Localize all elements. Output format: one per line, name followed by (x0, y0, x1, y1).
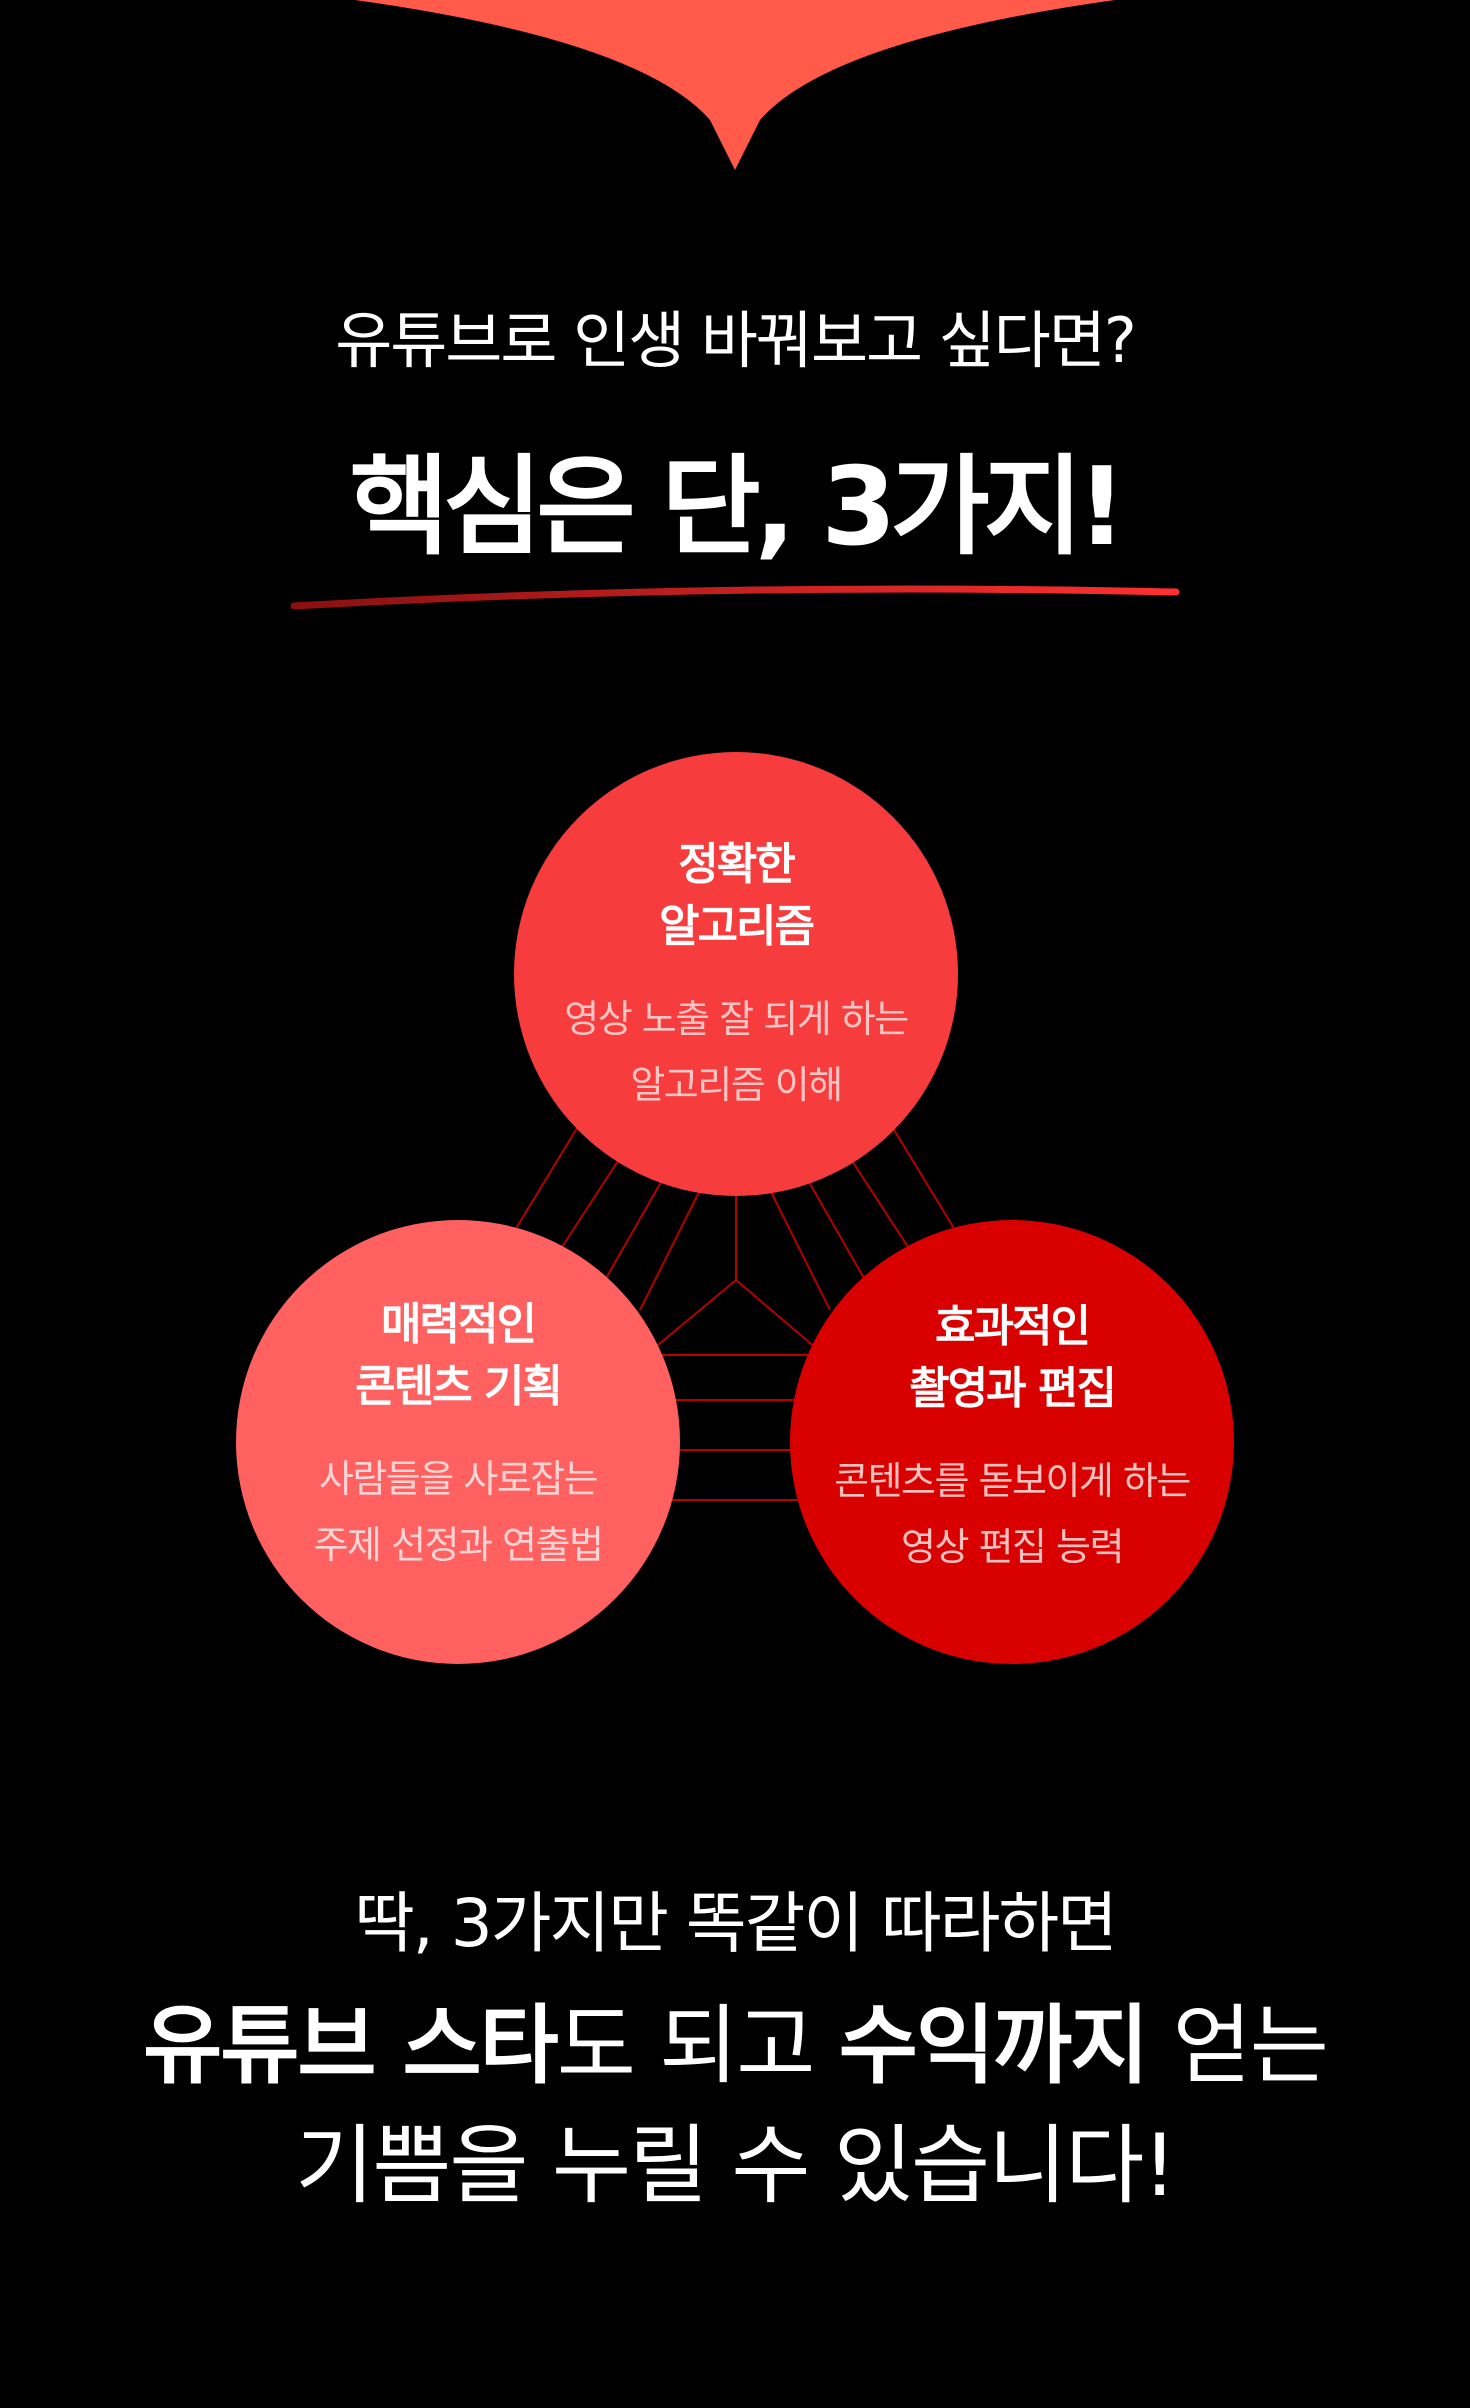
circle-editing-desc-2: 영상 편집 능력 (901, 1525, 1124, 1569)
closing-text-2: 얻는 (1147, 1996, 1329, 2096)
circle-planning-title-1: 매력적인 (381, 1299, 537, 1350)
closing-text-1: 도 되고 (556, 1996, 839, 2096)
closing-highlight-revenue: 수익까지 (838, 1996, 1149, 2096)
top-accent-shape (355, 0, 1115, 170)
headline-underline (290, 585, 1180, 610)
closing-highlight-star: 유튜브 스타 (143, 1996, 559, 2096)
circle-algorithm: 정확한 알고리즘 영상 노출 잘 되게 하는 알고리즘 이해 (514, 752, 958, 1196)
circle-planning-desc-1: 사람들을 사로잡는 (318, 1457, 599, 1501)
circle-editing-title-1: 효과적인 (935, 1301, 1091, 1352)
circle-editing-desc-1: 콘텐츠를 돋보이게 하는 (834, 1459, 1191, 1503)
closing-line-2: 유튜브 스타도 되고 수익까지 얻는 (0, 1975, 1470, 2100)
circle-algorithm-desc-1: 영상 노출 잘 되게 하는 (564, 997, 909, 1041)
intro-subtitle: 유튜브로 인생 바꿔보고 싶다면? (335, 304, 1137, 377)
closing-line-1: 딱, 3가지만 똑같이 따라하면 (354, 1885, 1118, 1962)
circle-algorithm-title-1: 정확한 (678, 839, 795, 890)
circle-planning-desc-2: 주제 선정과 연출법 (313, 1523, 604, 1567)
circle-editing-title-2: 촬영과 편집 (909, 1363, 1117, 1414)
closing-line-3: 기쁨을 누릴 수 있습니다! (295, 2116, 1177, 2216)
circle-planning-title-2: 콘텐츠 기획 (355, 1361, 563, 1412)
circle-algorithm-title-2: 알고리즘 (659, 901, 815, 952)
circle-algorithm-desc-2: 알고리즘 이해 (630, 1063, 843, 1107)
intro-headline: 핵심은 단, 3가지! (349, 445, 1127, 570)
circle-filming-editing: 효과적인 촬영과 편집 콘텐츠를 돋보이게 하는 영상 편집 능력 (790, 1220, 1234, 1664)
circle-content-planning: 매력적인 콘텐츠 기획 사람들을 사로잡는 주제 선정과 연출법 (236, 1220, 680, 1664)
